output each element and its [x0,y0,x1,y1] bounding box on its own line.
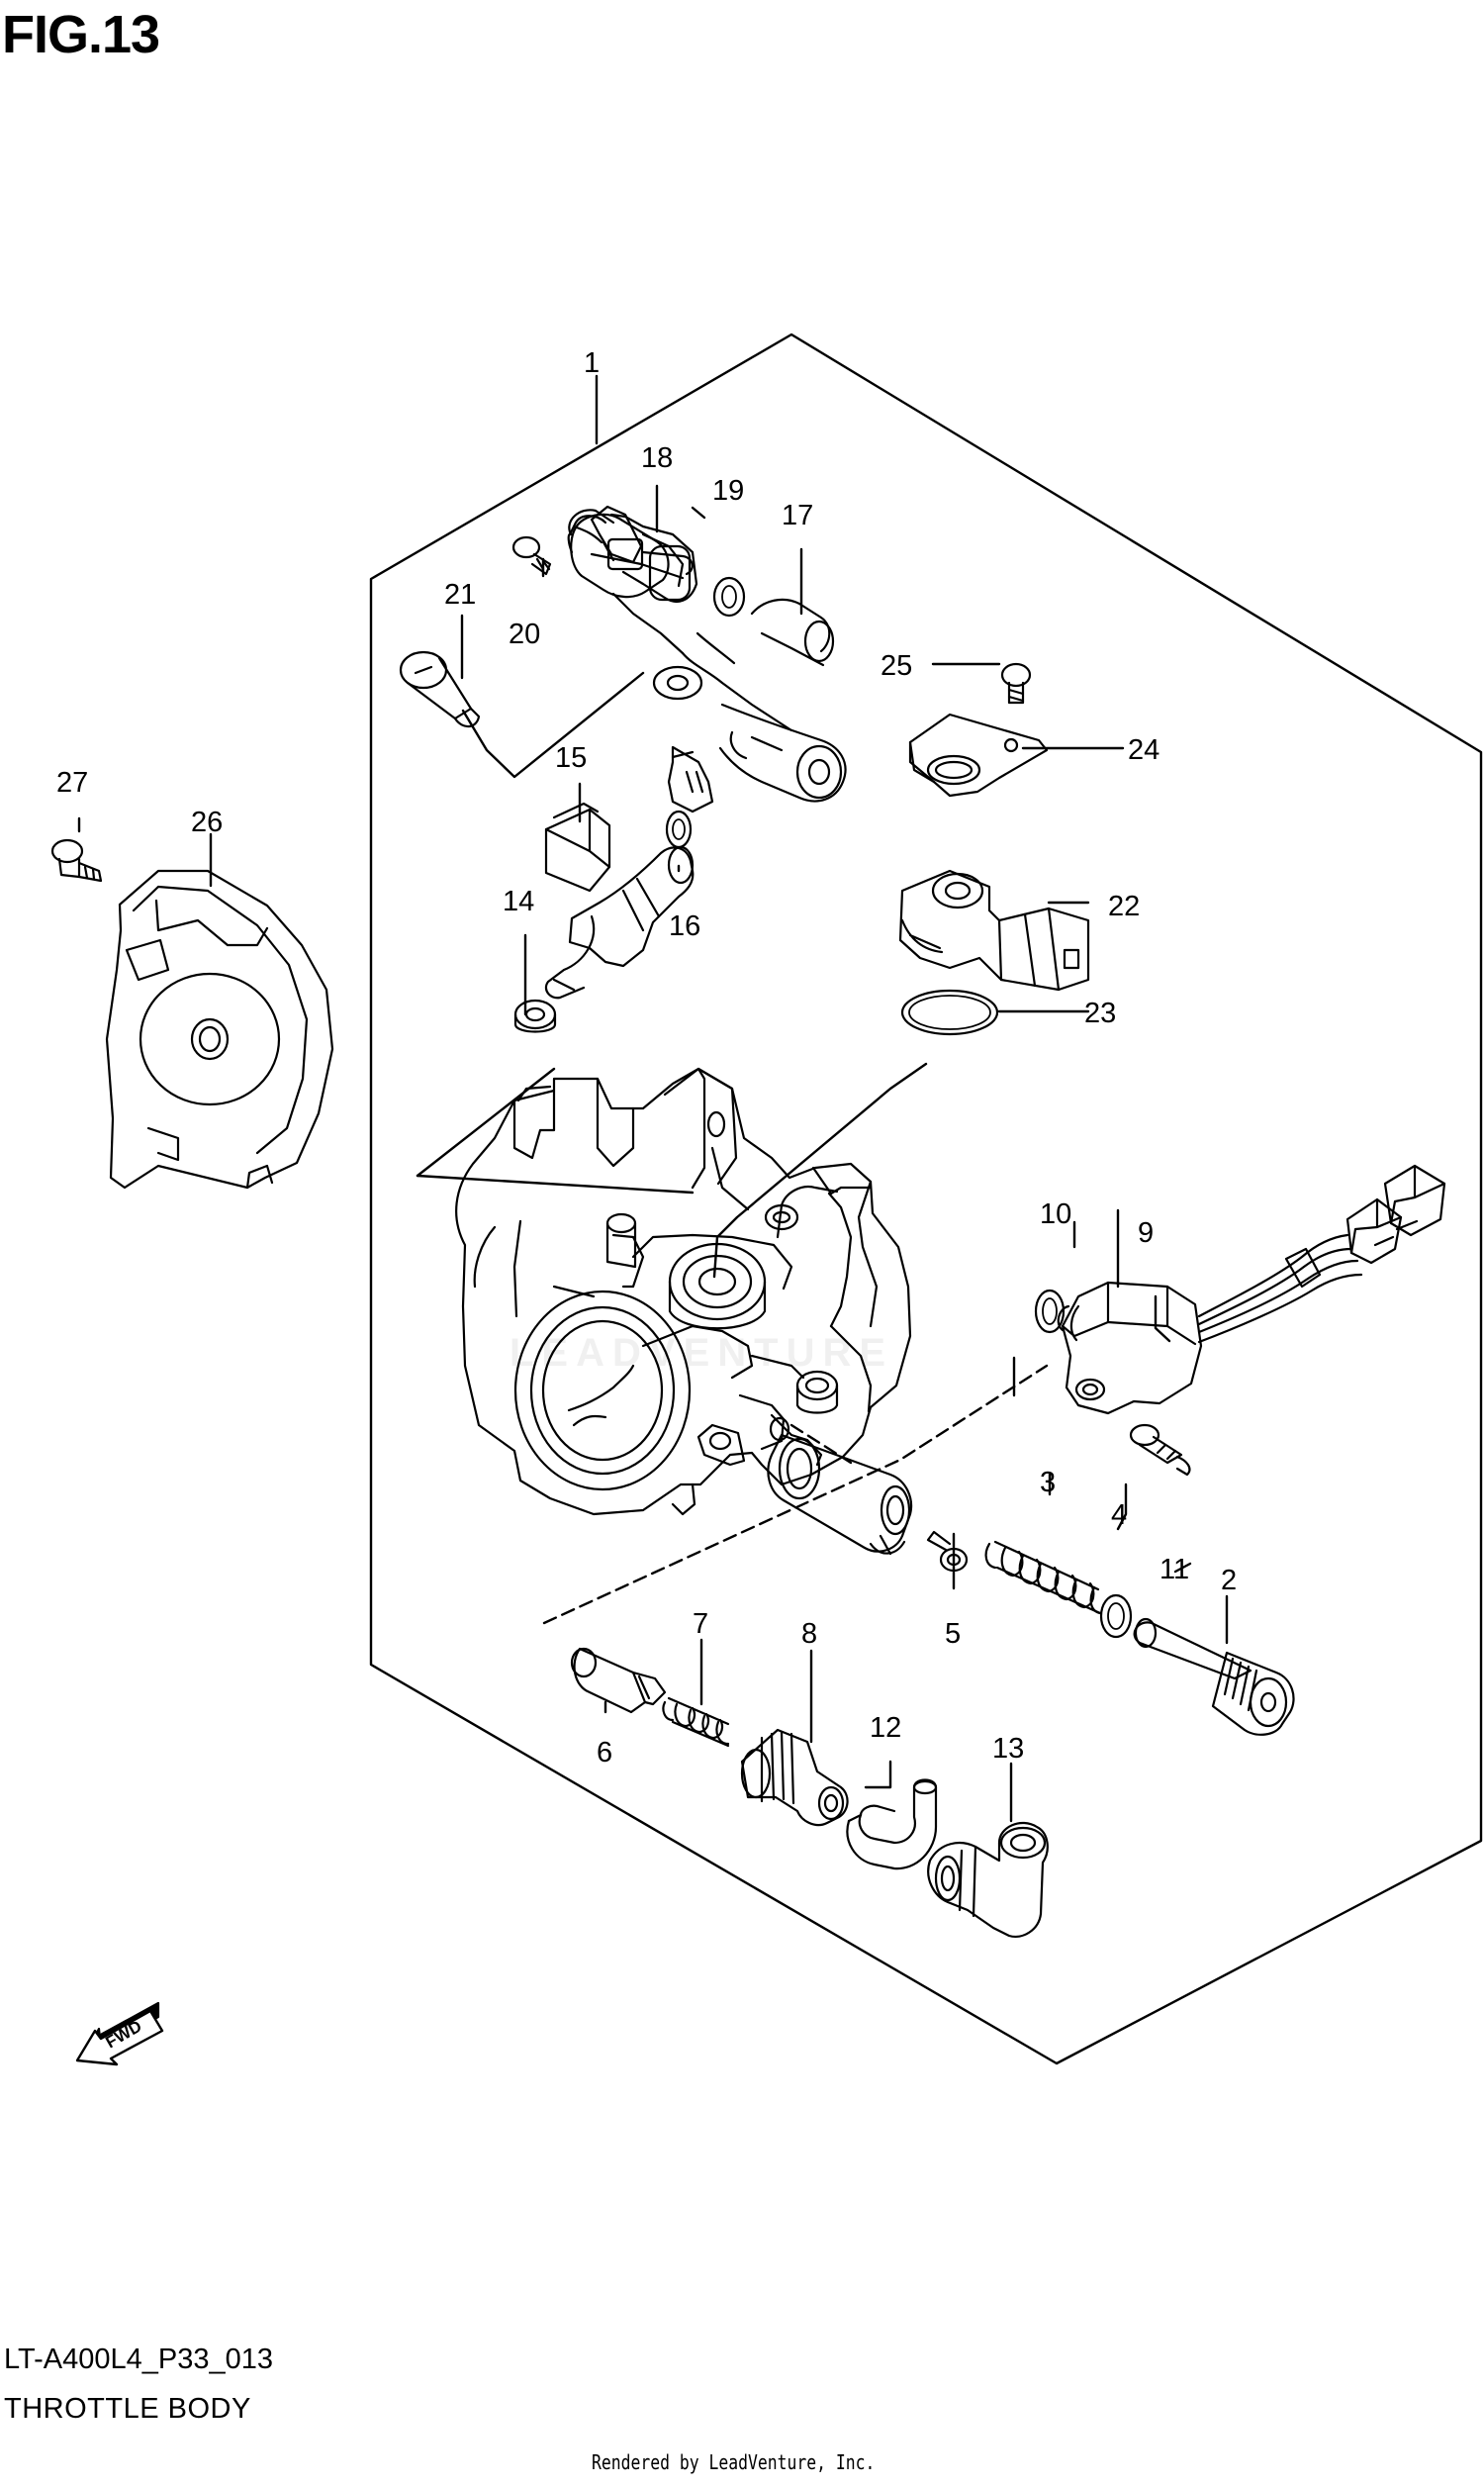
diagram-caption: THROTTLE BODY [4,2393,251,2425]
figure-title: FIG.13 [2,5,160,64]
o-ring-10 [1034,1289,1066,1334]
callout-24: 24 [1128,734,1159,766]
fuel-injector-14 [544,845,695,1000]
callout-3: 3 [1040,1467,1056,1498]
bracket-24 [908,713,1049,798]
o-ring-19 [712,576,746,618]
spring-7 [662,1696,730,1748]
callout-6: 6 [597,1737,612,1769]
screw-25 [1000,662,1032,705]
assembly-outline [369,333,1483,2065]
iap-sensor-22 [898,869,1090,992]
throttle-position-sensor-9 [1057,1164,1446,1415]
injector-coupler-15 [544,802,611,893]
callout-19: 19 [712,475,744,507]
fuel-hose-elbow [567,515,607,554]
callout-15: 15 [555,742,587,774]
callout-20: 20 [509,619,540,650]
callout-18: 18 [641,442,673,474]
elbow-13 [927,1821,1049,1938]
o-ring-16 [665,810,693,849]
adjust-screw-2 [1133,1617,1295,1736]
o-ring-23 [900,989,999,1036]
callout-5: 5 [945,1618,961,1650]
callout-25: 25 [881,650,912,682]
callout-21: 21 [444,579,476,611]
callout-9: 9 [1138,1217,1154,1249]
o-ring-4 [1099,1593,1133,1639]
callout-23: 23 [1084,998,1116,1029]
callout-2: 2 [1221,1565,1237,1596]
screw-20 [511,535,552,576]
callout-12: 12 [870,1712,901,1744]
callout-13: 13 [992,1733,1024,1765]
cushion-14 [513,999,557,1033]
callout-22: 22 [1108,891,1140,922]
plunger-6 [570,1647,667,1714]
callout-10: 10 [1040,1198,1071,1230]
bolt-27 [50,838,103,883]
callout-1: 1 [584,347,600,379]
screw-11 [1129,1423,1191,1477]
callout-8: 8 [801,1618,817,1650]
render-credit: Rendered by LeadVenture, Inc. [592,2450,876,2474]
idle-air-passage [767,1433,913,1556]
fitting-8 [740,1728,849,1827]
throttle-body-1 [455,1067,912,1516]
callout-7: 7 [693,1608,708,1640]
watermark: LEADVENTURE [510,1331,894,1375]
callout-27: 27 [56,767,88,799]
plug-21 [399,650,481,728]
fwd-indicator [75,2009,164,2066]
cover-26 [105,869,334,1190]
pressure-regulator-fitting [568,505,698,603]
spring-3 [984,1540,1102,1615]
callout-26: 26 [191,807,223,838]
callout-17: 17 [782,500,813,531]
screw-5 [926,1530,969,1573]
diagram-code: LT-A400L4_P33_013 [4,2344,273,2375]
callout-14: 14 [503,886,534,917]
callout-4: 4 [1111,1499,1127,1531]
callout-16: 16 [669,910,700,942]
callout-11: 11 [1159,1554,1189,1585]
hose-12 [846,1778,938,1870]
